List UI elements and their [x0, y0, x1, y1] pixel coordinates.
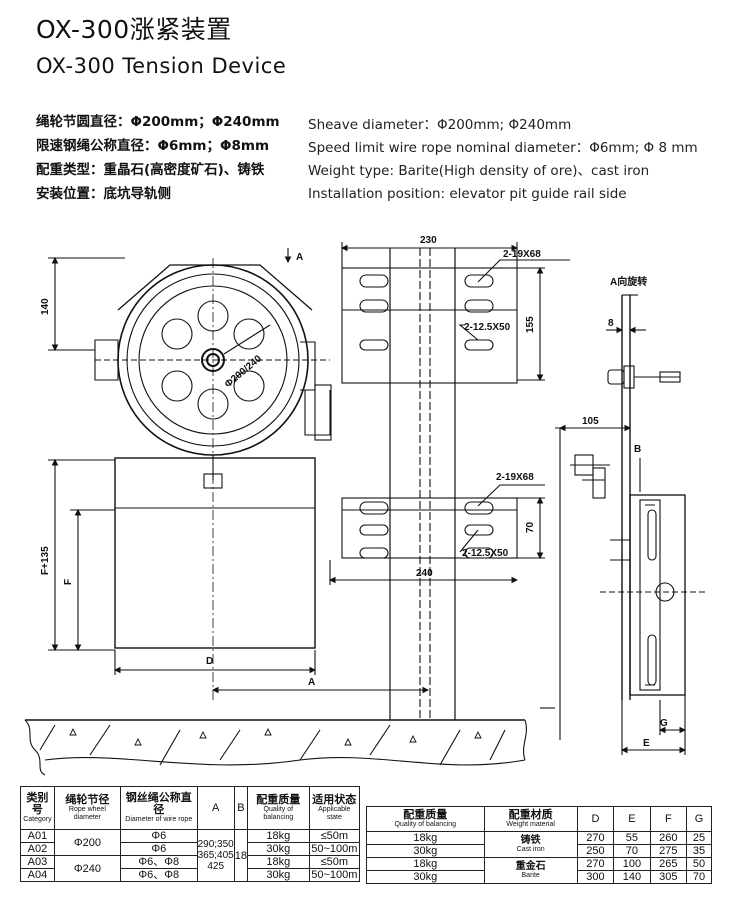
t2-header-f: F [649, 806, 688, 832]
label-dim-b: B [634, 444, 641, 455]
label-dim-a: A [308, 677, 315, 688]
label-dim-70: 70 [525, 521, 536, 533]
spec-cn-weight: 配重类型：重晶石(高密度矿石)、铸铁 [36, 162, 265, 178]
label-a-arrow: A [296, 252, 303, 263]
label-hole-bot-1: 2-19X68 [496, 472, 534, 483]
spec-cn-sheave: 绳轮节圆直径：Φ200mm；Φ240mm [36, 114, 280, 130]
specs-en: Sheave diameter：Φ200mm; Φ240mm Speed lim… [308, 114, 698, 206]
label-dim-8: 8 [608, 318, 614, 329]
label-dim-240: 240 [416, 568, 433, 579]
spec-cn-install: 安装位置：底坑导轨侧 [36, 186, 171, 202]
label-hole-bot-2: 2-12.5X50 [462, 548, 509, 559]
label-hole-top-1: 2-19X68 [503, 249, 541, 260]
label-dim-105: 105 [582, 416, 599, 427]
t2-header-g: G [686, 806, 712, 832]
spec-en-sheave: Sheave diameter：Φ200mm; Φ240mm [308, 117, 572, 133]
page-title-cn: OX-300涨紧装置 [36, 15, 232, 44]
spec-en-weight: Weight type: Barite(High density of ore)… [308, 163, 650, 179]
t2-header-e: E [613, 806, 651, 832]
label-dim-f135: F+135 [40, 546, 51, 575]
specs-cn: 绳轮节圆直径：Φ200mm；Φ240mm 限速钢绳公称直径：Φ6mm；Φ8mm … [36, 110, 280, 206]
spec-cn-rope: 限速钢绳公称直径：Φ6mm；Φ8mm [36, 138, 270, 154]
label-dim-155: 155 [525, 316, 536, 333]
page-title-en: OX-300 Tension Device [36, 54, 287, 78]
spec-en-rope: Speed limit wire rope nominal diameter：Φ… [308, 140, 698, 156]
table-row: A04 Φ6、Φ8 30kg 50~100m [20, 868, 361, 882]
label-dim-g: G [660, 718, 668, 729]
t1-header-b: B [233, 786, 249, 830]
label-dim-140: 140 [40, 298, 51, 315]
table-row: 30kg 300 140 305 70 [366, 870, 712, 884]
label-side-title: A向旋转 [610, 275, 647, 288]
label-dim-d: D [206, 656, 213, 667]
label-dim-e: E [643, 738, 650, 749]
table-row: A03 Φ240 Φ6、Φ8 18kg ≤50m [20, 855, 361, 882]
t1-header-a: A [196, 786, 235, 830]
label-dim-f: F [63, 579, 74, 585]
table-row: 30kg 250 70 275 35 [366, 844, 712, 858]
label-wheel-dia: Φ200/240 [223, 353, 264, 390]
spec-en-install: Installation position: elevator pit guid… [308, 186, 627, 202]
label-hole-top-2: 2-12.5X50 [464, 322, 511, 333]
technical-drawing: A 140 F+135 F D A Φ200/240 230 2-19X68 2… [24, 235, 705, 776]
t2-header-d: D [576, 806, 615, 832]
label-dim-230: 230 [420, 235, 437, 246]
